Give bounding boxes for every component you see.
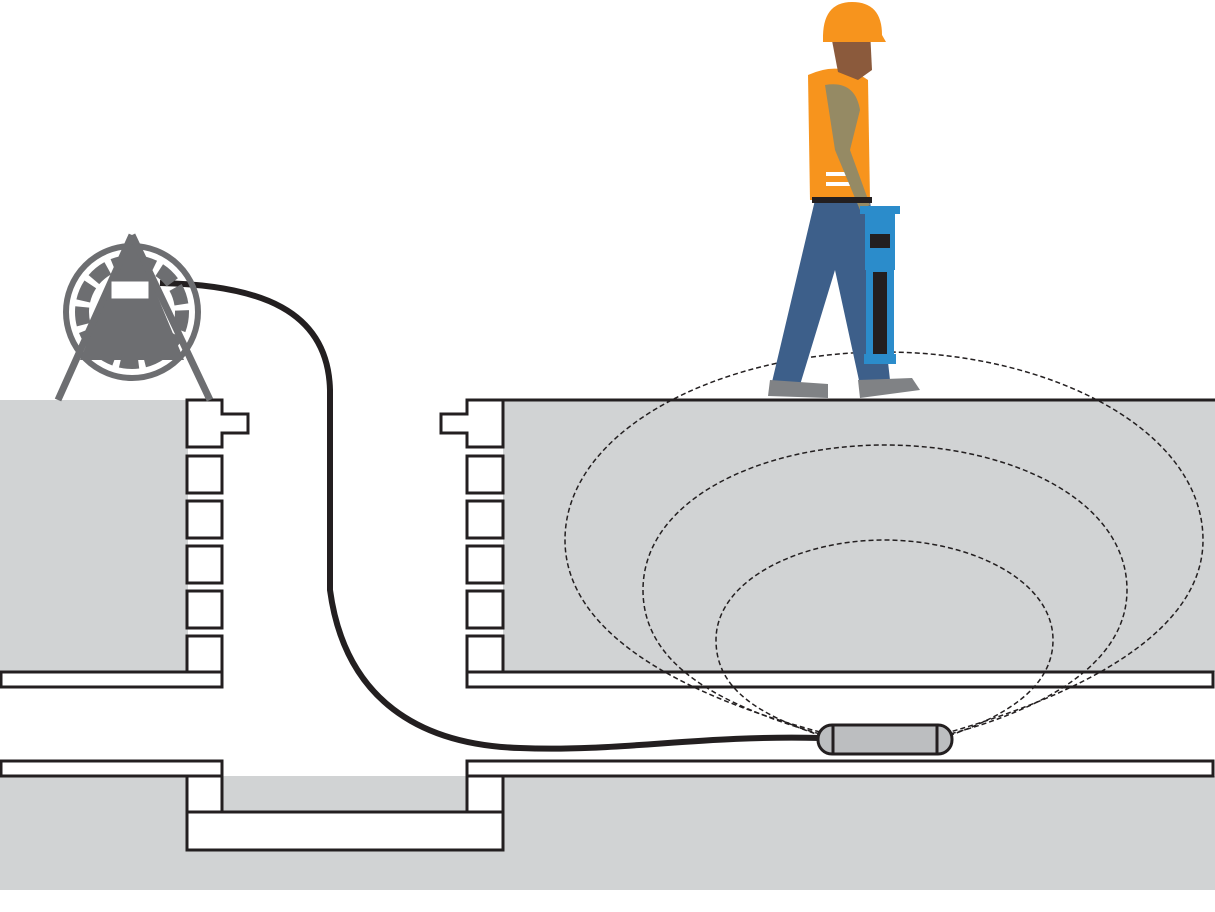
manhole-wall-left: [185, 398, 250, 674]
pipe-top-wall-right: [465, 670, 1215, 689]
manhole-base: [185, 774, 505, 852]
cable-reel-icon: [54, 233, 214, 402]
pipe-bottom-wall-right: [465, 759, 1215, 778]
worker-icon: [768, 2, 920, 398]
sonde-icon: [816, 723, 954, 756]
manhole-wall-right: [439, 398, 505, 674]
ground-left: [0, 400, 188, 672]
cable: [159, 280, 821, 752]
ground-bottom: [0, 776, 1215, 890]
ground-right: [503, 400, 1215, 672]
pipe-top-wall-left: [0, 670, 224, 689]
pipe-bottom-wall-left: [0, 759, 224, 778]
